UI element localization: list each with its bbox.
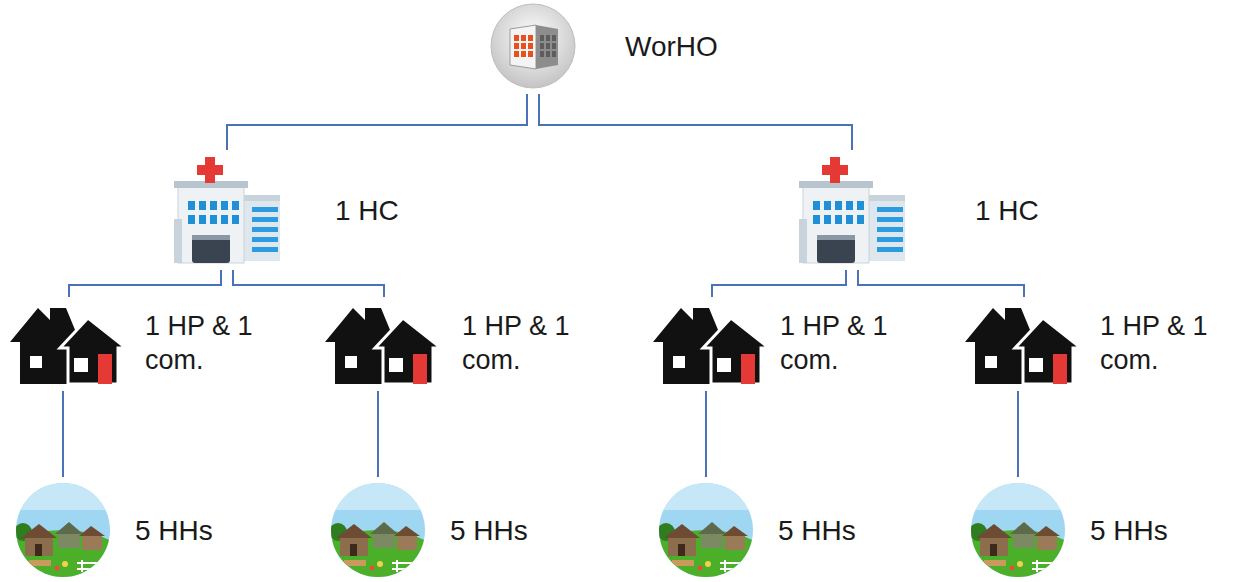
house-icon [653, 302, 771, 386]
tree-connector [712, 270, 846, 297]
node-label: 1 HP & 1 com. [1100, 310, 1240, 378]
node-label: 5 HHs [450, 513, 590, 548]
tree-connector [233, 270, 384, 297]
node-label: 1 HC [975, 193, 1085, 228]
tree-connector [705, 391, 707, 477]
node-label: 1 HP & 1 com. [462, 310, 602, 378]
village-icon [970, 482, 1066, 578]
health-center-node: 1 HC [797, 155, 907, 265]
household-node: 5 HHs [330, 482, 426, 578]
household-node: 5 HHs [658, 482, 754, 578]
health-post-node: 1 HP & 1 com. [653, 302, 771, 386]
node-label: 5 HHs [1090, 513, 1230, 548]
house-icon [965, 302, 1083, 386]
house-icon [10, 302, 128, 386]
office-node: WorHO [490, 3, 576, 89]
village-icon [658, 482, 754, 578]
org-icon [490, 3, 576, 89]
tree-connector [1017, 391, 1019, 477]
node-label: 1 HP & 1 com. [145, 310, 285, 378]
house-icon [325, 302, 443, 386]
node-label: 1 HP & 1 com. [780, 310, 920, 378]
hc-icon [172, 155, 282, 265]
health-post-node: 1 HP & 1 com. [10, 302, 128, 386]
health-post-node: 1 HP & 1 com. [965, 302, 1083, 386]
household-node: 5 HHs [15, 482, 111, 578]
health-post-node: 1 HP & 1 com. [325, 302, 443, 386]
village-icon [330, 482, 426, 578]
tree-connector [69, 270, 221, 297]
hc-icon [797, 155, 907, 265]
node-label: WorHO [625, 29, 785, 64]
tree-connector [858, 270, 1024, 297]
health-center-node: 1 HC [172, 155, 282, 265]
node-label: 1 HC [335, 193, 445, 228]
node-label: 5 HHs [778, 513, 918, 548]
node-label: 5 HHs [135, 513, 275, 548]
tree-connector [539, 94, 852, 150]
tree-connector [62, 391, 64, 477]
tree-connector [377, 391, 379, 477]
household-node: 5 HHs [970, 482, 1066, 578]
tree-connector [227, 94, 527, 150]
village-icon [15, 482, 111, 578]
